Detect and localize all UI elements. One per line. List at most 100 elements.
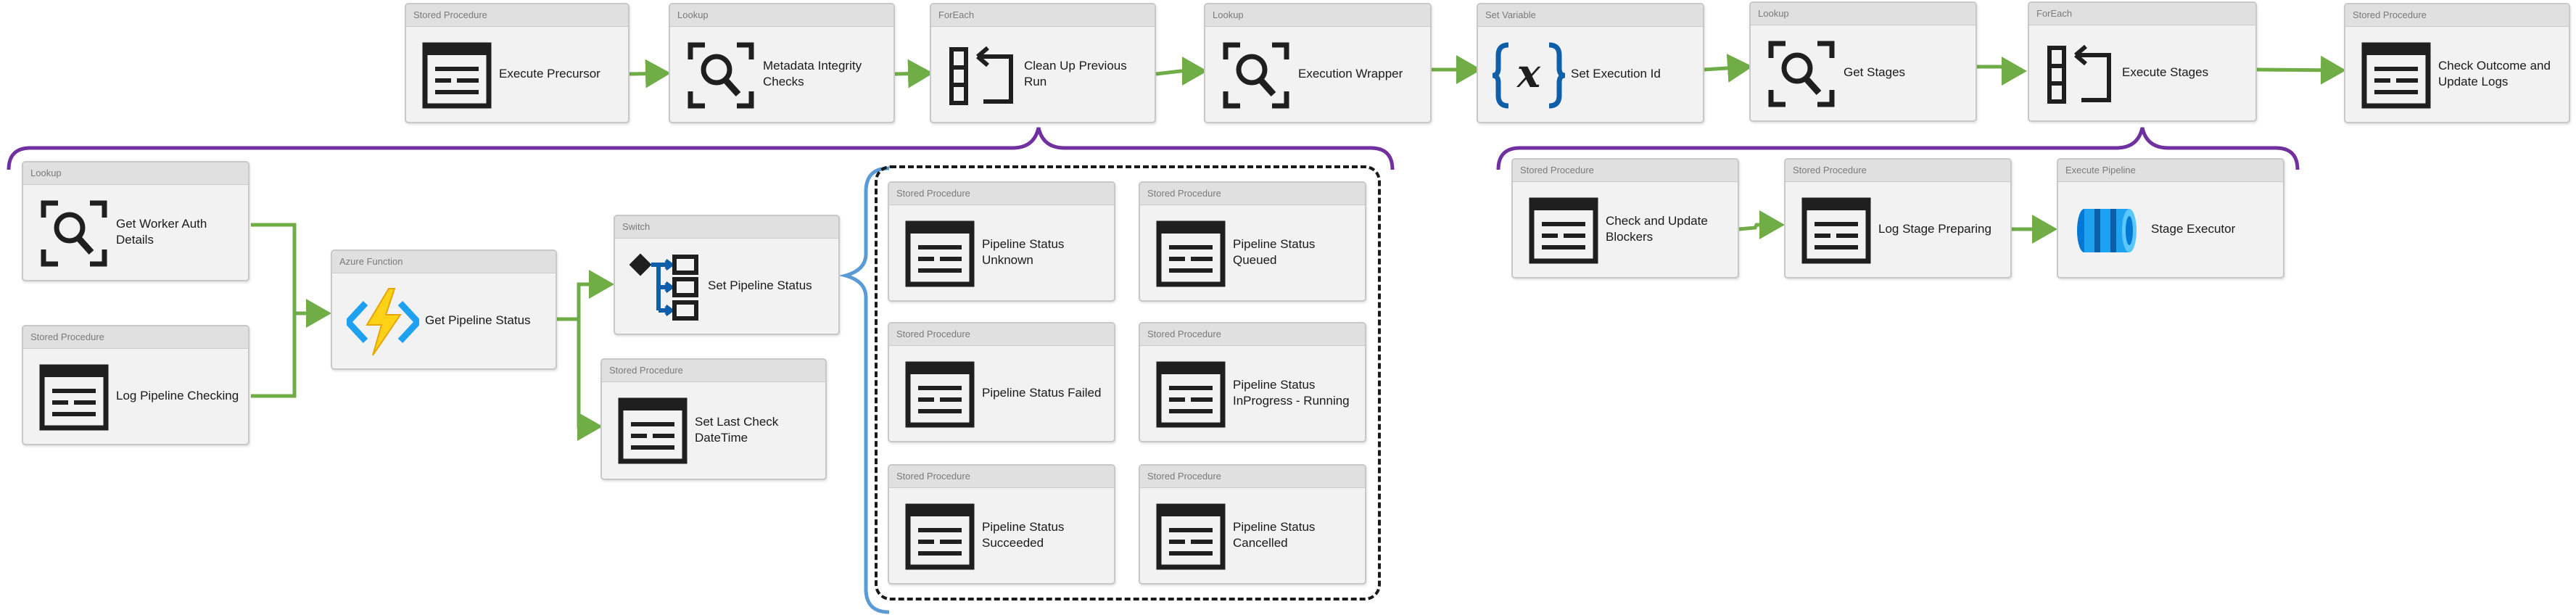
arrow-precursor-to-metadata <box>629 59 671 88</box>
activity-type-label: Stored Procedure <box>889 183 1114 205</box>
activity-type-label: Lookup <box>670 4 893 27</box>
activity-execute-stages[interactable]: ForEach Execute Stages <box>2028 1 2257 122</box>
activity-pipeline-status-inprogress-running[interactable]: Stored Procedure Pipeline Status InProgr… <box>1139 322 1366 442</box>
stored-procedure-icon <box>2360 39 2432 112</box>
stored-procedure-icon <box>1155 218 1227 290</box>
azure-function-icon <box>347 286 419 358</box>
switch-icon <box>629 251 702 323</box>
activity-type-label: Stored Procedure <box>889 323 1114 346</box>
activity-name: Set Last Check DateTime <box>695 415 779 445</box>
activity-name: Execute Precursor <box>499 67 600 81</box>
activity-type-label: Lookup <box>1205 4 1430 27</box>
activity-execution-wrapper[interactable]: Lookup Execution Wrapper <box>1204 3 1432 123</box>
arrow-setid-to-getstages <box>1704 53 1753 83</box>
activity-name: Pipeline Status InProgress - Running <box>1233 378 1350 408</box>
arrow-getstatus-to-lastcheck <box>577 319 603 441</box>
activity-metadata-integrity-checks[interactable]: Lookup Metadata Integrity Checks <box>669 3 895 123</box>
activity-pipeline-status-unknown[interactable]: Stored Procedure Pipeline Status Unknown <box>888 181 1115 302</box>
activity-type-label: Stored Procedure <box>1140 466 1365 488</box>
activity-type-label: Lookup <box>23 162 248 185</box>
activity-name: Clean Up Previous Run <box>1024 59 1127 88</box>
activity-stage-executor[interactable]: Execute Pipeline Stage Executor <box>2057 158 2284 278</box>
stored-procedure-icon <box>904 218 976 290</box>
arrow-getstatus-to-switch <box>557 270 614 321</box>
stored-procedure-icon <box>1155 358 1227 431</box>
activity-name: Metadata Integrity Checks <box>763 59 862 88</box>
stored-procedure-icon <box>38 361 110 434</box>
activity-pipeline-status-failed[interactable]: Stored Procedure Pipeline Status Failed <box>888 322 1115 442</box>
activity-name: Pipeline Status Succeeded <box>982 520 1065 550</box>
lookup-icon <box>1220 39 1292 112</box>
activity-type-label: ForEach <box>2029 3 2255 25</box>
lookup-icon <box>1765 38 1838 110</box>
activity-pipeline-status-succeeded[interactable]: Stored Procedure Pipeline Status Succeed… <box>888 464 1115 585</box>
activity-get-worker-auth-details[interactable]: Lookup Get Worker Auth Details <box>22 161 249 281</box>
svg-text:x: x <box>1516 50 1541 96</box>
activity-name: Pipeline Status Failed <box>982 386 1102 400</box>
stored-procedure-icon <box>904 358 976 431</box>
activity-log-stage-preparing[interactable]: Stored Procedure Log Stage Preparing <box>1784 158 2012 278</box>
activity-name: Check and Update Blockers <box>1606 214 1708 244</box>
arrow-getstages-to-executestages <box>1977 57 2027 86</box>
activity-execute-precursor[interactable]: Stored Procedure Execute Precursor <box>405 3 629 123</box>
activity-type-label: Lookup <box>1751 3 1976 25</box>
activity-type-label: Stored Procedure <box>406 4 628 27</box>
activity-get-pipeline-status[interactable]: Azure Function Get Pipeline Status <box>331 249 557 370</box>
arrow-workerauth-to-getstatus <box>251 223 331 328</box>
activity-name: Set Pipeline Status <box>708 278 812 292</box>
activity-clean-up-previous-run[interactable]: ForEach Clean Up Previous Run <box>930 3 1156 123</box>
foreach-icon <box>2044 38 2116 110</box>
activity-pipeline-status-queued[interactable]: Stored Procedure Pipeline Status Queued <box>1139 181 1366 302</box>
switch-cases-bracket <box>838 166 890 614</box>
arrow-blockers-to-logstage <box>1738 210 1785 239</box>
activity-get-stages[interactable]: Lookup Get Stages <box>1749 1 1977 122</box>
activity-name: Pipeline Status Queued <box>1233 237 1316 267</box>
activity-type-label: Stored Procedure <box>602 360 825 382</box>
switch-cases-container <box>875 165 1381 600</box>
activity-set-pipeline-status[interactable]: Switch Set Pipeline Status <box>614 215 840 335</box>
stored-procedure-icon <box>1527 194 1600 267</box>
activity-name: Pipeline Status Unknown <box>982 237 1065 267</box>
activity-name: Get Worker Auth Details <box>116 217 207 247</box>
activity-name: Log Stage Preparing <box>1878 222 1991 236</box>
lookup-icon <box>38 197 110 270</box>
stored-procedure-icon <box>1800 194 1873 267</box>
arrow-metadata-to-cleanup <box>894 59 933 88</box>
activity-type-label: ForEach <box>931 4 1155 27</box>
execute-pipeline-icon <box>2073 194 2145 267</box>
activity-name: Get Pipeline Status <box>425 313 531 327</box>
activity-type-label: Stored Procedure <box>1140 183 1365 205</box>
activity-name: Set Execution Id <box>1571 67 1661 81</box>
stored-procedure-icon <box>904 500 976 573</box>
arrow-cleanup-to-wrapper <box>1155 57 1208 86</box>
activity-type-label: Stored Procedure <box>23 326 248 349</box>
activity-set-execution-id[interactable]: Set Variable x Set Execution Id <box>1477 3 1704 123</box>
activity-name: Execute Stages <box>2122 65 2209 79</box>
set-variable-icon: x <box>1493 39 1565 112</box>
activity-log-pipeline-checking[interactable]: Stored Procedure Log Pipeline Checking <box>22 325 249 445</box>
stages-foreach-bracket <box>1496 127 2300 170</box>
activity-type-label: Switch <box>615 216 838 239</box>
stored-procedure-icon <box>616 395 689 467</box>
activity-name: Check Outcome and Update Logs <box>2438 59 2551 88</box>
cleanup-foreach-bracket <box>7 127 1395 170</box>
stored-procedure-icon <box>1155 500 1227 573</box>
arrow-logpipeline-to-getstatus <box>251 313 297 398</box>
lookup-icon <box>685 39 757 112</box>
activity-name: Pipeline Status Cancelled <box>1233 520 1316 550</box>
activity-type-label: Stored Procedure <box>2345 4 2569 27</box>
activity-type-label: Stored Procedure <box>889 466 1114 488</box>
activity-name: Log Pipeline Checking <box>116 389 239 403</box>
activity-check-update-blockers[interactable]: Stored Procedure Check and Update Blocke… <box>1511 158 1739 278</box>
activity-type-label: Stored Procedure <box>1140 323 1365 346</box>
activity-type-label: Stored Procedure <box>1786 160 2010 182</box>
activity-type-label: Azure Function <box>332 251 556 273</box>
activity-name: Stage Executor <box>2151 222 2236 236</box>
activity-pipeline-status-cancelled[interactable]: Stored Procedure Pipeline Status Cancell… <box>1139 464 1366 585</box>
activity-check-outcome-update-logs[interactable]: Stored Procedure Check Outcome and Updat… <box>2344 3 2570 123</box>
activity-name: Execution Wrapper <box>1298 67 1403 81</box>
foreach-icon <box>946 39 1018 112</box>
activity-set-last-check-datetime[interactable]: Stored Procedure Set Last Check DateTime <box>600 358 827 480</box>
activity-name: Get Stages <box>1844 65 1906 79</box>
